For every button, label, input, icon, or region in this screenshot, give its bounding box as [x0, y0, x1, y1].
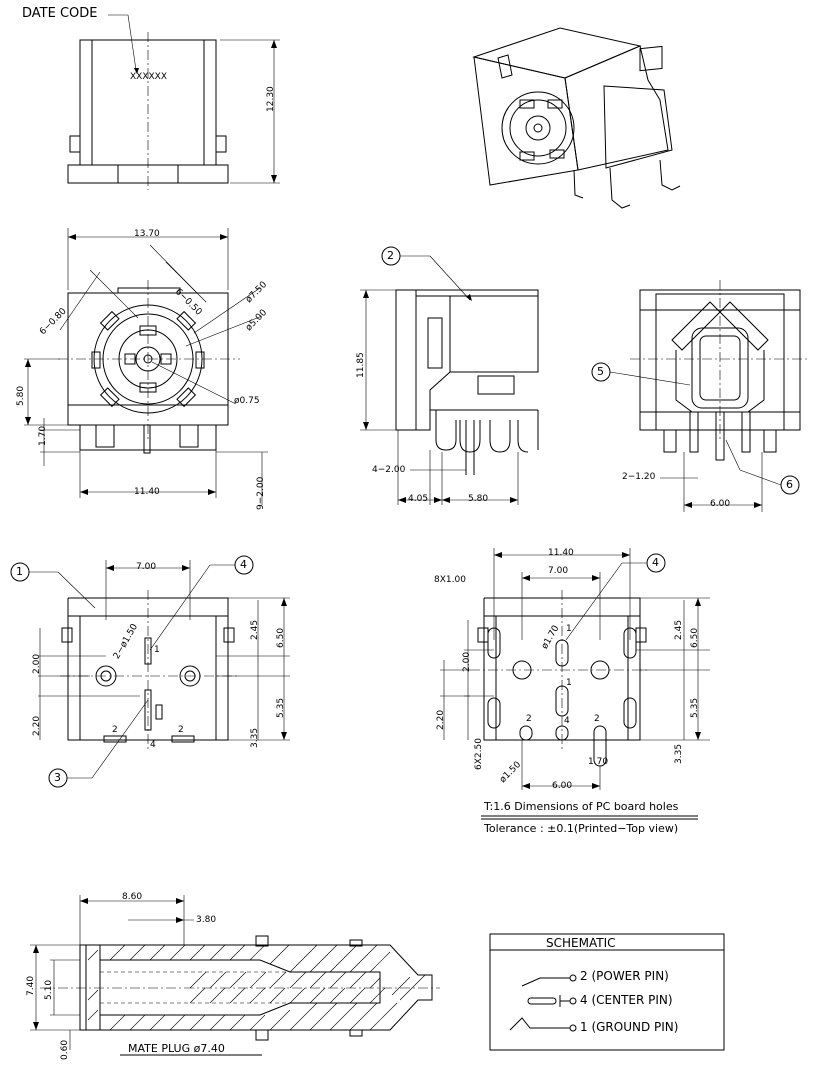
callout-6: 6: [786, 478, 793, 491]
pcb-caption: T:1.6 Dimensions of PC board holes: [484, 800, 679, 813]
pcb-pin-1b: 1: [566, 678, 572, 688]
date-code-label: DATE CODE: [22, 6, 98, 21]
dim-bottom-700: 7.00: [136, 562, 157, 572]
dim-front-height: 12.30: [266, 86, 276, 112]
dim-pcb-1140: 11.40: [548, 548, 574, 558]
dim-face-580: 5.80: [16, 385, 26, 406]
callout-2: 2: [387, 249, 394, 262]
dim-pcb-220: 2.20: [436, 709, 446, 730]
pcb-pin-1a: 1: [566, 624, 572, 634]
dim-face-1140: 11.40: [134, 487, 160, 497]
dim-plug-860: 8.60: [122, 892, 143, 902]
dim-bottom-245: 2.45: [250, 619, 260, 640]
pin-label-2b: 2: [178, 725, 184, 735]
pcb-pin-4: 4: [564, 716, 570, 726]
isometric-view: [472, 27, 681, 209]
dim-pcb-200: 2.00: [462, 651, 472, 672]
dim-side-pins: 4−2.00: [372, 465, 406, 475]
dim-pcb-6x250: 6X2.50: [474, 738, 484, 770]
date-code-value: XXXXXX: [130, 72, 167, 82]
dim-rear-pins: 2−1.20: [622, 472, 656, 482]
dim-plug-380: 3.80: [196, 915, 217, 925]
side-view: [360, 246, 539, 505]
dim-face-170: 1.70: [38, 425, 48, 446]
schematic-title: SCHEMATIC: [546, 936, 616, 950]
dim-side-580: 5.80: [468, 494, 489, 504]
dim-pcb-535: 5.35: [690, 697, 700, 718]
schematic-pin-center: 4 (CENTER PIN): [580, 993, 673, 1007]
dim-bottom-335: 3.35: [250, 727, 260, 748]
dim-rear-600: 6.00: [710, 499, 731, 509]
dim-side-405: 4.05: [408, 494, 429, 504]
pcb-tolerance: Tolerance : ±0.1(Printed−Top view): [484, 822, 679, 835]
pcb-view: [440, 548, 710, 820]
pcb-pin-2a: 2: [526, 714, 532, 724]
schematic-pin-power: 2 (POWER PIN): [580, 969, 669, 983]
dim-pcb-700: 7.00: [548, 566, 569, 576]
pin-label-4: 4: [150, 740, 156, 750]
dim-plug-740: 7.40: [26, 975, 36, 996]
dim-plug-510: 5.10: [44, 979, 54, 1000]
dim-side-height: 11.85: [356, 352, 366, 378]
dim-pcb-8x100: 8X1.00: [434, 575, 466, 585]
pin-label-1: 1: [154, 645, 160, 655]
dim-face-width: 13.70: [134, 229, 160, 239]
dim-plug-060: 0.60: [60, 1039, 70, 1060]
front-view: [67, 14, 280, 190]
hatch-body: [87, 944, 426, 1031]
callout-1: 1: [16, 565, 23, 578]
dim-pcb-335: 3.35: [674, 743, 684, 764]
dim-bottom-535: 5.35: [276, 697, 286, 718]
rear-view: [591, 280, 810, 512]
pcb-pin-2b: 2: [594, 714, 600, 724]
bottom-view: [10, 555, 290, 788]
dim-d075: ø0.75: [234, 396, 260, 406]
callout-4-bottom: 4: [240, 558, 247, 571]
schematic-pin-ground: 1 (GROUND PIN): [580, 1020, 679, 1034]
plug-caption: MATE PLUG ø7.40: [128, 1042, 225, 1055]
dim-pcb-600: 6.00: [552, 781, 573, 791]
callout-5: 5: [597, 365, 604, 378]
dim-bottom-200: 2.00: [32, 653, 42, 674]
dim-pcb-245: 2.45: [674, 619, 684, 640]
schematic-box: [489, 933, 725, 1051]
dim-pcb-170: 1.70: [588, 757, 609, 767]
dim-bottom-220: 2.20: [32, 715, 42, 736]
callout-4-pcb: 4: [652, 556, 659, 569]
dim-pcb-650: 6.50: [690, 627, 700, 648]
face-view: [24, 228, 268, 505]
pin-label-2a: 2: [112, 725, 118, 735]
dim-face-pins: 9−2.00: [256, 476, 266, 510]
plug-view: [30, 895, 440, 1056]
dim-bottom-650: 6.50: [276, 627, 286, 648]
callout-3: 3: [54, 771, 61, 784]
